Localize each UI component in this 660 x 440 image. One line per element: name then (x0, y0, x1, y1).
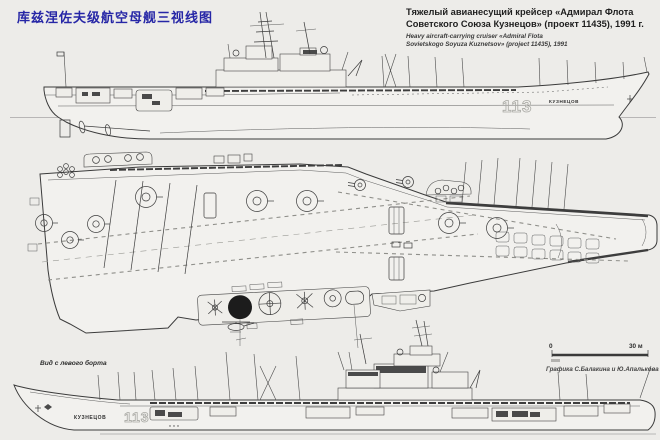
starboard-profile-view: 113 КУЗНЕЦОВ (10, 11, 656, 140)
helicopter-silhouette (222, 321, 255, 333)
port-forward-sponson (425, 179, 472, 203)
hull-sponsons (149, 403, 631, 422)
caption-english-line2: Sovietskogo Soyuza Kuznetsov» (project 1… (406, 40, 568, 48)
bow-anchor-mark (627, 95, 633, 102)
island-superstructure (337, 319, 481, 401)
jet-blast-deflectors (203, 192, 413, 281)
scale-max-label: 30 м (629, 343, 643, 350)
page-title-chinese: 库兹涅佐夫级航空母舰三视线图 (17, 10, 214, 25)
port-aft-sponson (57, 151, 253, 178)
ship-name-text: КУЗНЕЦОВ (74, 415, 106, 421)
scale-zero-label: 0 (549, 343, 553, 350)
landing-strip-markings (37, 195, 479, 281)
deck-plan-view (27, 151, 658, 349)
radar-dome-icon (232, 49, 240, 57)
bow-marks (35, 404, 179, 427)
porthole-row (351, 86, 609, 96)
ramp-edge-line (29, 391, 131, 405)
deck-inner-line (47, 169, 646, 221)
fore-mast (359, 333, 367, 365)
ship-name-text: КУЗНЕЦОВ (549, 99, 579, 104)
caption-russian: Тяжелый авианесущий крейсер «Адмирал Фло… (406, 7, 644, 30)
stern-platform-tabs (27, 197, 40, 252)
hull-number: 113 (502, 97, 532, 116)
scale-subtick (551, 359, 560, 362)
antennas (97, 351, 652, 401)
crane (347, 59, 363, 77)
antennas (56, 51, 648, 88)
starboard-boat-sponson (371, 289, 431, 312)
caption-russian-line1: Тяжелый авианесущий крейсер «Адмирал Фло… (406, 7, 634, 17)
port-profile-view: КУЗНЕЦОВ 113 (13, 319, 656, 435)
scale-bar (551, 350, 649, 362)
stern-sponsons (55, 87, 225, 112)
bridge-windows (348, 372, 378, 376)
bilge-line (159, 127, 531, 134)
bow-jackstaff (643, 56, 648, 73)
port-aft-walkway (109, 164, 343, 171)
funnel-band (376, 366, 426, 373)
main-mast (265, 11, 275, 59)
star-antenna (296, 291, 314, 310)
radar-dome-icon (320, 46, 328, 54)
takeoff-strip-markings (335, 191, 629, 262)
port-view-label: Вид с левого борта (40, 360, 107, 367)
funnel-cap (303, 50, 317, 54)
hull-number: 113 (124, 409, 150, 425)
radar-dome-icon (432, 366, 440, 374)
radar-dome-icon (396, 348, 404, 356)
island-plan (197, 281, 371, 330)
stern-flagstaff (63, 51, 67, 88)
stbd-bow-walkway (567, 248, 649, 264)
propellers-rudder (59, 119, 151, 138)
ramp-start-line (555, 223, 562, 259)
artist-credit: Графика С.Балакина и Ю.Апалькова (546, 366, 659, 373)
stern-flagstaff (639, 365, 652, 399)
plan-whip-antennas (461, 157, 569, 210)
caption-english-line1: Heavy aircraft-carrying cruiser «Admiral… (406, 33, 543, 40)
caption-english: Heavy aircraft-carrying cruiser «Admiral… (406, 33, 568, 48)
crane (469, 369, 481, 389)
star-antenna (207, 299, 223, 316)
radar-disc-dark (228, 295, 253, 320)
main-mast (415, 319, 423, 347)
rudder (59, 119, 71, 138)
tiedown-grid (495, 231, 600, 264)
ramp-nose-arc (641, 218, 647, 247)
aft-mast (303, 21, 311, 55)
port-bow-walkway (445, 201, 649, 218)
hull-walkway-band (204, 89, 517, 92)
caption-russian-line2: Советского Союза Кузнецов» (проект 11435… (406, 18, 644, 29)
island-superstructure (215, 11, 363, 88)
